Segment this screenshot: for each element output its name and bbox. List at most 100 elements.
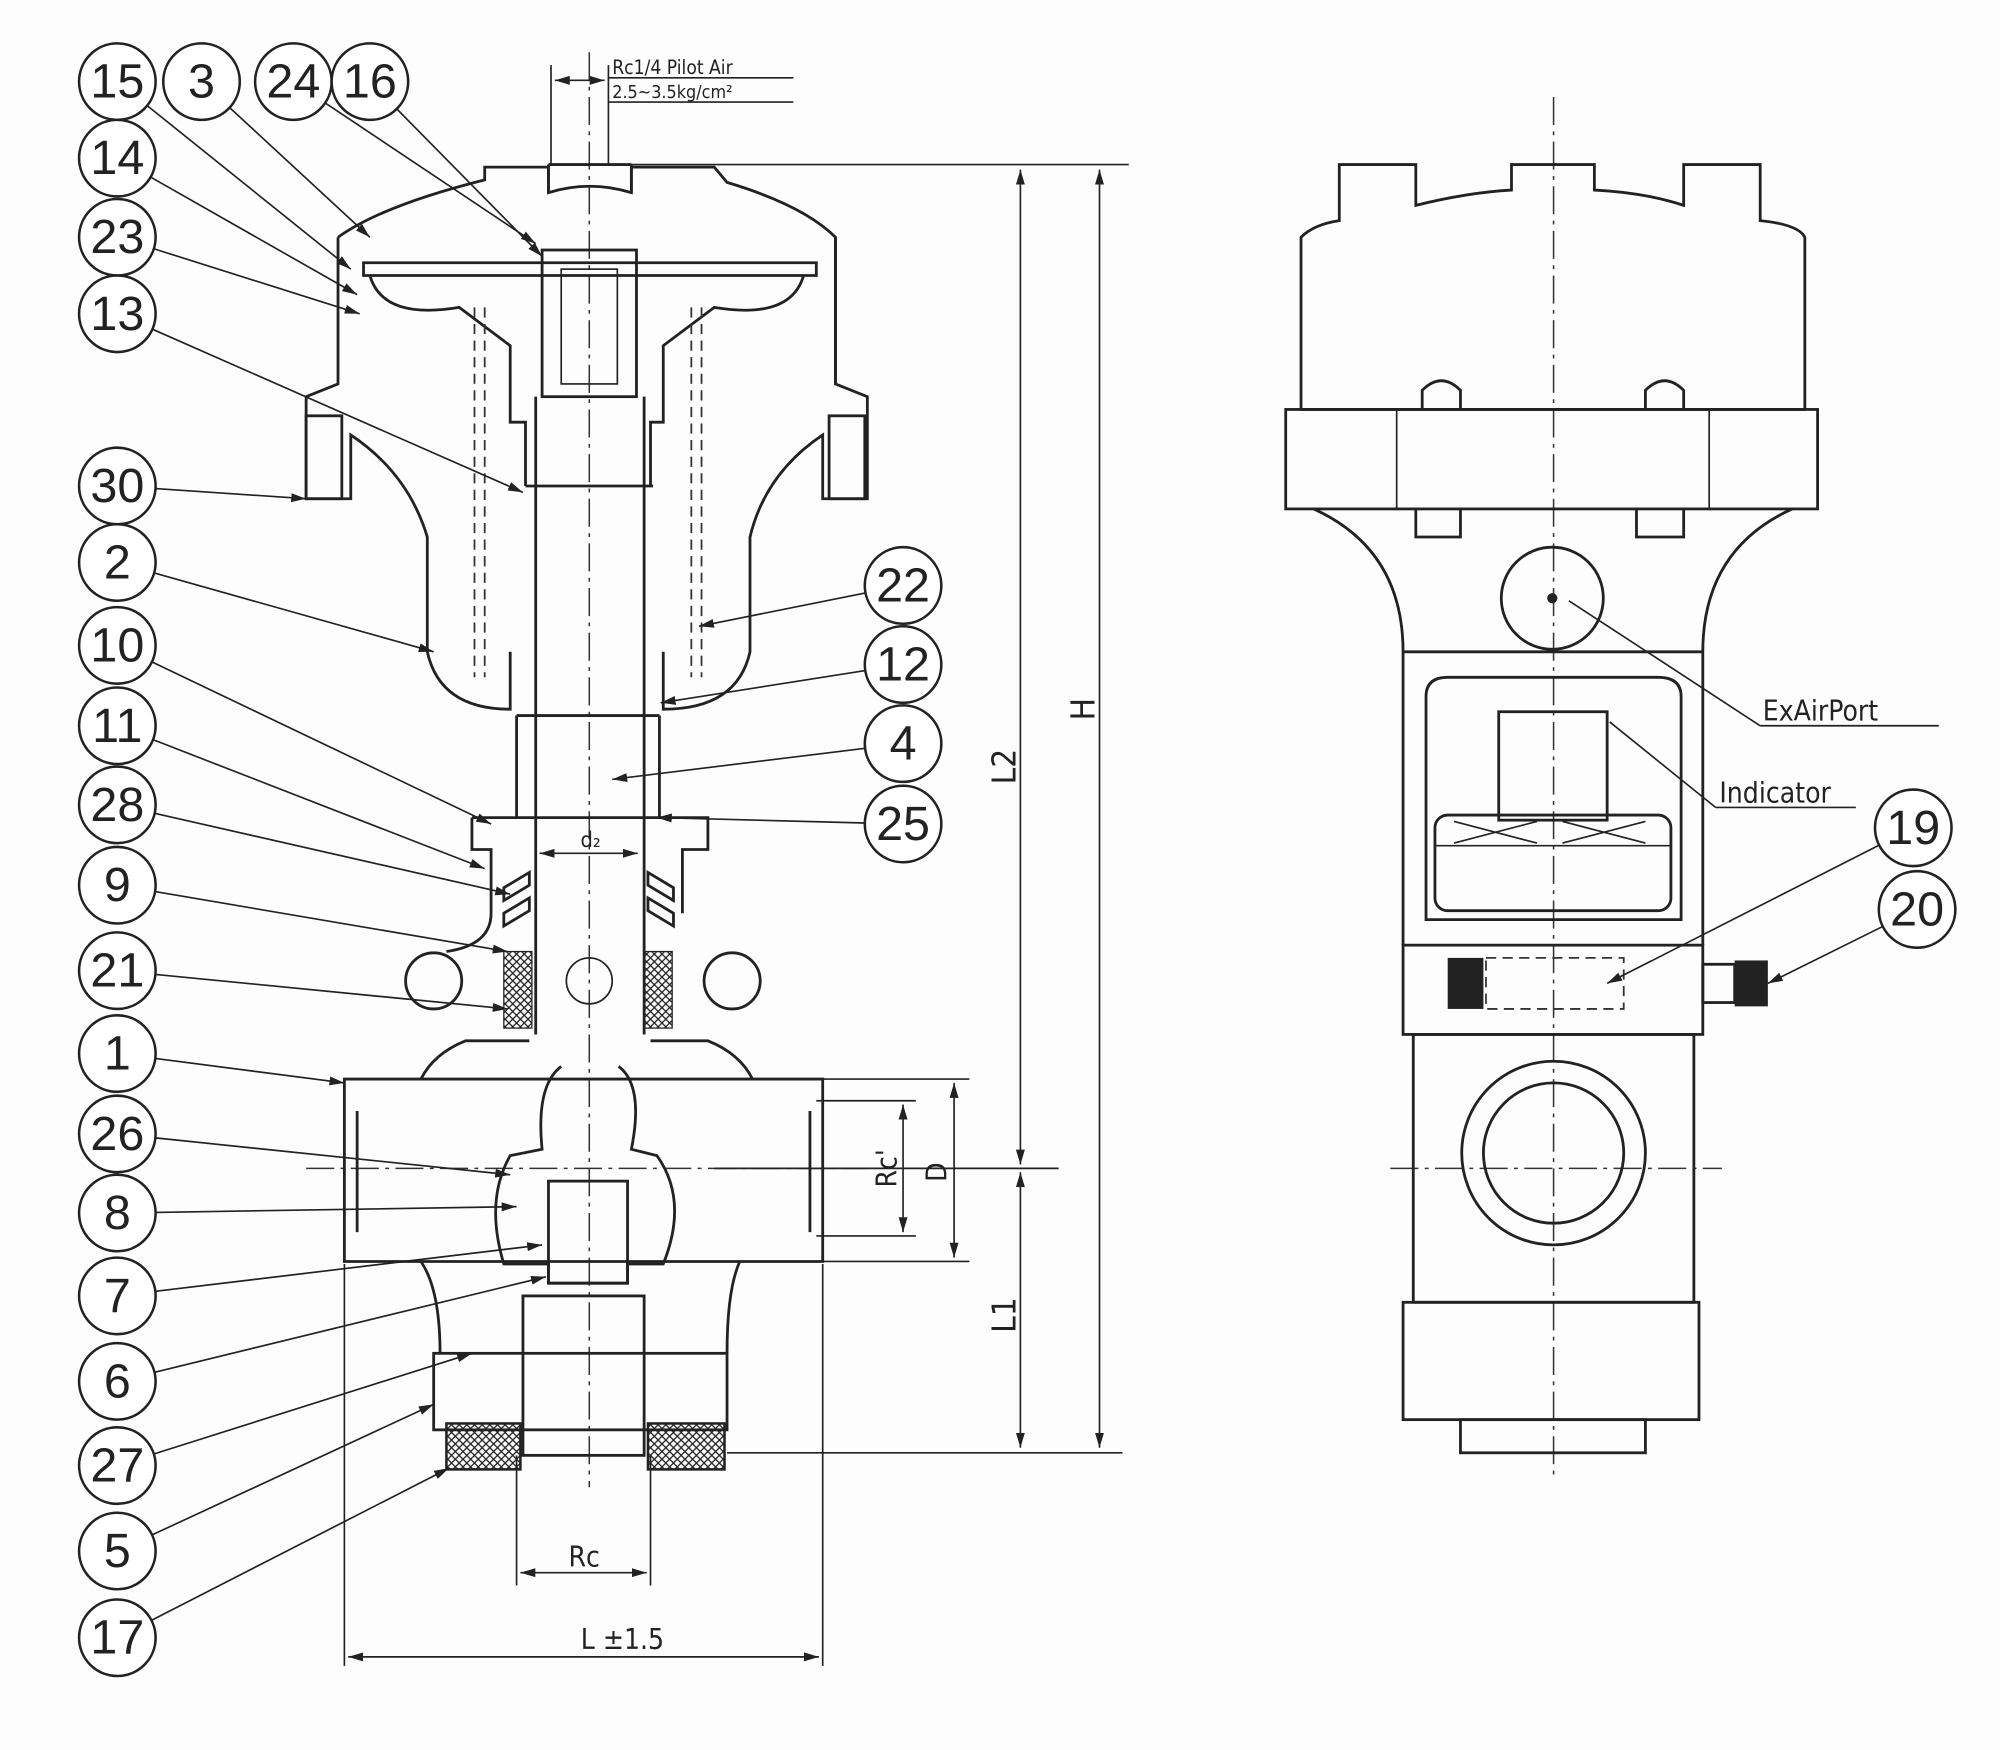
balloon-circle bbox=[77, 1014, 157, 1094]
bottom-cap bbox=[432, 1351, 729, 1432]
part-balloon-11: 11 bbox=[77, 686, 485, 870]
packing-right bbox=[643, 950, 673, 1029]
pilot-pressure-label: 2.5~3.5kg/cm² bbox=[612, 82, 732, 103]
balloon-circle bbox=[77, 686, 157, 766]
leader-line bbox=[155, 1057, 345, 1086]
part-balloon-26: 26 bbox=[77, 1094, 511, 1178]
indicator-leader bbox=[1609, 721, 1717, 809]
part-balloon-4: 4 bbox=[612, 704, 943, 784]
balloon-number: 26 bbox=[90, 1107, 144, 1161]
leader-line bbox=[151, 1403, 435, 1536]
part-balloon-20: 20 bbox=[1767, 869, 1957, 985]
leader-line bbox=[150, 176, 358, 296]
balloon-number: 16 bbox=[343, 55, 397, 109]
dim-D-label: D bbox=[920, 1162, 953, 1181]
dim-H-label: H bbox=[1063, 698, 1102, 720]
balloon-number: 13 bbox=[90, 287, 144, 341]
balloon-circle bbox=[330, 42, 410, 122]
balloon-number: 7 bbox=[104, 1269, 131, 1323]
balloon-circle bbox=[77, 1173, 157, 1253]
plug-cavity bbox=[494, 1065, 676, 1285]
leader-line bbox=[660, 669, 866, 705]
balloon-circle bbox=[77, 931, 157, 1011]
leader-line bbox=[324, 102, 537, 245]
part-balloon-14: 14 bbox=[77, 118, 358, 296]
balloon-circle bbox=[863, 625, 943, 705]
part-balloon-8: 8 bbox=[77, 1173, 517, 1253]
balloon-circle bbox=[77, 274, 157, 354]
piston-nut bbox=[540, 248, 638, 399]
dim-Rc-label: Rc bbox=[568, 1540, 599, 1573]
part-balloon-1: 1 bbox=[77, 1014, 345, 1094]
part-balloon-10: 10 bbox=[77, 605, 492, 825]
leader-line bbox=[153, 1352, 473, 1455]
leader-line bbox=[154, 1275, 547, 1374]
leader-line bbox=[153, 247, 360, 315]
ex-air-port-label: ExAirPort bbox=[1763, 695, 1879, 728]
pilot-air-label: Rc1/4 Pilot Air bbox=[612, 56, 733, 79]
balloon-circle bbox=[77, 1256, 157, 1336]
part-balloon-25: 25 bbox=[656, 784, 943, 864]
leader-line bbox=[146, 104, 352, 270]
coupling bbox=[1433, 813, 1673, 913]
balloon-circle bbox=[77, 605, 157, 685]
part-balloon-3: 3 bbox=[161, 42, 371, 238]
balloon-number: 22 bbox=[876, 558, 930, 612]
balloon-circle bbox=[77, 118, 157, 198]
bottom-foot bbox=[1459, 1418, 1647, 1455]
part-balloon-12: 12 bbox=[660, 625, 943, 705]
section-view bbox=[304, 52, 869, 1488]
part-balloon-17: 17 bbox=[77, 1467, 450, 1678]
leader-line bbox=[151, 661, 492, 825]
balloon-number: 9 bbox=[104, 858, 131, 912]
leader-line bbox=[155, 1202, 517, 1214]
leader-line bbox=[151, 1467, 450, 1622]
balloon-circle bbox=[77, 765, 157, 845]
leader-line bbox=[154, 890, 508, 954]
piston bbox=[368, 275, 805, 486]
flange bbox=[1284, 408, 1820, 511]
balloon-circle bbox=[77, 522, 157, 603]
balloon-number: 24 bbox=[266, 55, 320, 109]
part-balloon-21: 21 bbox=[77, 931, 508, 1012]
part-balloon-28: 28 bbox=[77, 765, 511, 896]
balloon-number: 21 bbox=[90, 944, 144, 998]
part-balloon-7: 7 bbox=[77, 1242, 543, 1336]
balloon-number: 5 bbox=[104, 1524, 131, 1578]
bolt-head-left bbox=[404, 951, 464, 1011]
balloon-circle bbox=[77, 1598, 157, 1678]
leader-line bbox=[1767, 925, 1884, 985]
dim-d2-label: d₂ bbox=[580, 828, 600, 853]
part-balloon-6: 6 bbox=[77, 1275, 547, 1421]
balloon-number: 23 bbox=[90, 210, 144, 264]
bolt-20-shank bbox=[1701, 962, 1737, 1004]
balloon-circle bbox=[77, 1426, 157, 1506]
plug-stem bbox=[547, 1179, 629, 1285]
dim-L1-label: L1 bbox=[984, 1297, 1023, 1333]
port-threads bbox=[355, 1110, 812, 1233]
balloon-circle bbox=[1873, 788, 1953, 868]
packing-left bbox=[503, 950, 533, 1029]
leader-line bbox=[152, 328, 524, 494]
balloon-number: 20 bbox=[1890, 882, 1944, 936]
balloon-circle bbox=[863, 545, 943, 625]
balloon-number: 14 bbox=[90, 131, 144, 185]
leader-line bbox=[396, 108, 543, 257]
balloon-circle bbox=[77, 1094, 157, 1174]
part-balloon-23: 23 bbox=[77, 197, 360, 315]
balloon-number: 30 bbox=[90, 459, 144, 513]
part-balloon-27: 27 bbox=[77, 1352, 473, 1506]
bolt-left bbox=[304, 414, 344, 501]
balloon-circle bbox=[863, 784, 943, 864]
leader-line bbox=[155, 487, 307, 503]
external-view: ExAirPort Indicator bbox=[1284, 96, 1939, 1481]
balloon-number: 19 bbox=[1886, 801, 1940, 855]
balloon-circle bbox=[77, 845, 157, 925]
dim-L2-label: L2 bbox=[984, 749, 1023, 785]
port-outer bbox=[1460, 1059, 1647, 1247]
balloon-number: 28 bbox=[90, 778, 144, 832]
v-packing bbox=[502, 869, 675, 929]
balloon-number: 12 bbox=[876, 638, 930, 692]
